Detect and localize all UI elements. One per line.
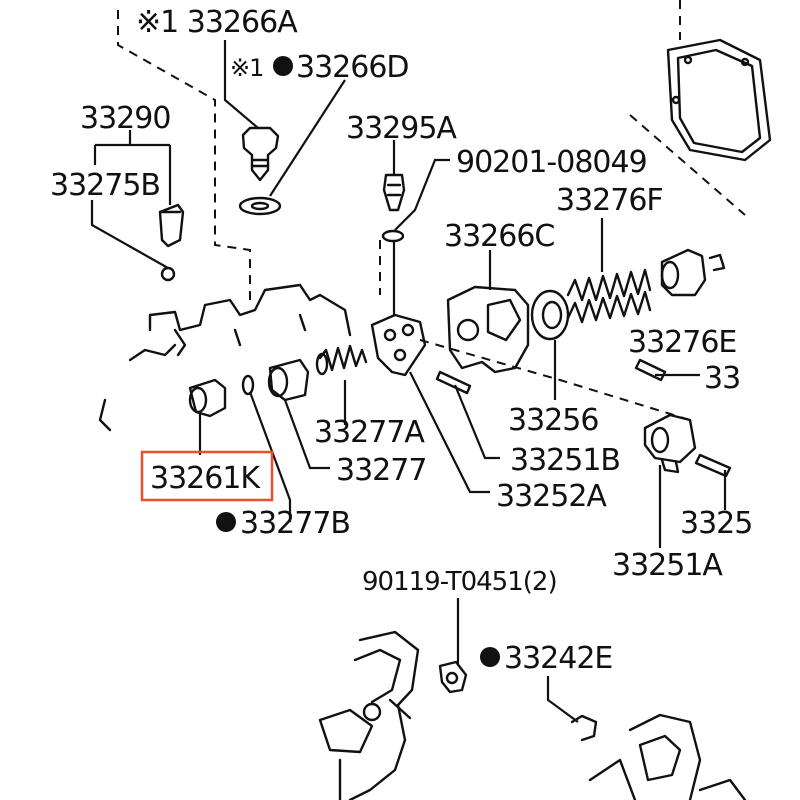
label-33266D[interactable]: 33266D bbox=[296, 50, 410, 85]
label-90119-T0451[interactable]: 90119-T0451(2) bbox=[362, 567, 558, 597]
part-labels: ※1 33266A ※1 33266D 33290 33295A 90201-0… bbox=[50, 5, 753, 676]
linkage-right bbox=[588, 713, 747, 800]
label-33276F[interactable]: 33276F bbox=[556, 183, 664, 218]
label-33252A[interactable]: 33252A bbox=[496, 479, 608, 514]
label-33277A[interactable]: 33277A bbox=[314, 415, 426, 450]
label-33276E[interactable]: 33276E bbox=[628, 325, 737, 360]
label-33266D-mark: ※1 bbox=[230, 54, 263, 82]
label-90201-08049[interactable]: 90201-08049 bbox=[456, 145, 648, 180]
label-33256[interactable]: 33256 bbox=[508, 403, 599, 438]
clip-right bbox=[708, 253, 726, 272]
bullet-33266D bbox=[273, 56, 293, 76]
plug-33266A bbox=[241, 126, 280, 182]
bullet-33277B bbox=[216, 512, 236, 532]
pin-33251B bbox=[435, 370, 472, 395]
bullet-33242E bbox=[480, 647, 500, 667]
label-3325-right[interactable]: 3325 bbox=[680, 506, 753, 541]
label-33261K[interactable]: 33261K bbox=[150, 461, 262, 496]
leader-lines bbox=[90, 40, 727, 723]
lever-33251A bbox=[643, 413, 697, 474]
label-33251B[interactable]: 33251B bbox=[510, 443, 621, 478]
sleeve-33277 bbox=[267, 358, 310, 402]
sleeve-33261K bbox=[188, 378, 227, 418]
dashed-guides bbox=[117, 0, 746, 421]
washer-33266D bbox=[238, 196, 282, 216]
bolt-33295A bbox=[382, 173, 406, 212]
label-33266A[interactable]: ※1 33266A bbox=[136, 5, 299, 40]
housing-33266C bbox=[446, 285, 530, 374]
gasket-part bbox=[666, 38, 772, 162]
oring-33277B bbox=[241, 374, 255, 396]
spring-33277A bbox=[315, 344, 368, 376]
clip-33242E bbox=[570, 714, 598, 742]
label-33277B[interactable]: 33277B bbox=[240, 506, 351, 541]
bolt-90119 bbox=[438, 660, 468, 694]
label-33-right[interactable]: 33 bbox=[704, 361, 741, 396]
cap-33276E bbox=[660, 248, 707, 297]
housing-outline bbox=[98, 283, 352, 432]
washer-90201 bbox=[381, 229, 405, 243]
label-33295A[interactable]: 33295A bbox=[346, 111, 458, 146]
highlight-box bbox=[140, 450, 274, 502]
ring-part bbox=[160, 266, 176, 282]
plug-33275B bbox=[158, 203, 185, 248]
label-33242E[interactable]: 33242E bbox=[504, 641, 613, 676]
label-33275B[interactable]: 33275B bbox=[50, 168, 161, 203]
linkage-lower bbox=[318, 630, 420, 800]
spring-33276F bbox=[566, 268, 652, 324]
label-33277[interactable]: 33277 bbox=[336, 453, 427, 488]
label-33266C[interactable]: 33266C bbox=[444, 219, 555, 254]
lever-33252A bbox=[370, 313, 427, 377]
pin-right-upper bbox=[634, 358, 667, 382]
ring-33256 bbox=[530, 289, 570, 341]
label-33251A[interactable]: 33251A bbox=[612, 548, 724, 583]
label-33290[interactable]: 33290 bbox=[80, 101, 171, 136]
